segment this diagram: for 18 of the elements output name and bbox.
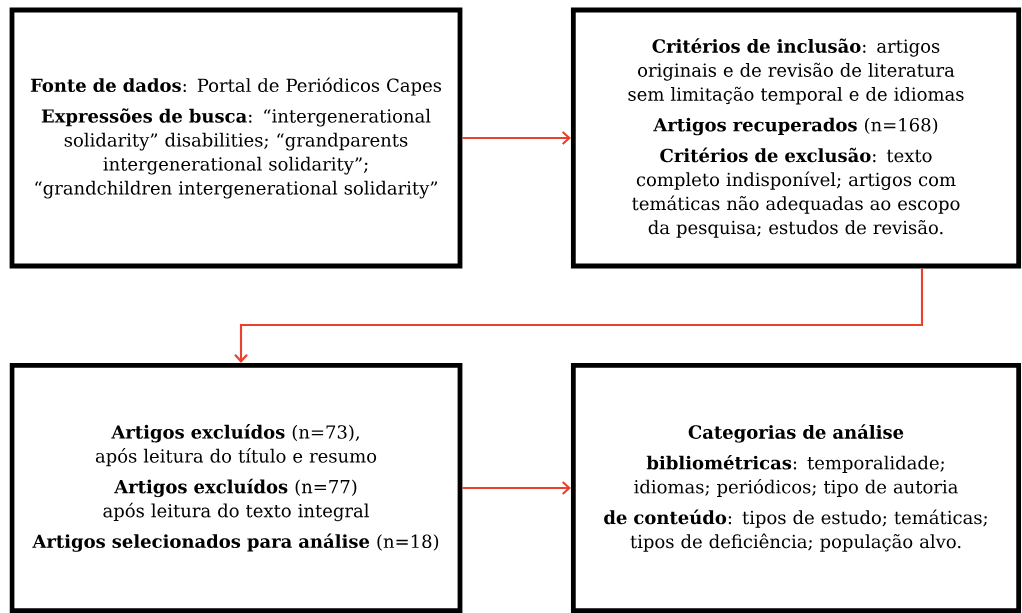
box-text: Critérios de inclusão: artigos originais e de revisão de literatura sem limitação temporal e de idiomas	[628, 38, 964, 105]
arrow	[462, 131, 571, 145]
box-text: Fonte de dados: Portal de Periódicos Capes	[30, 77, 442, 96]
process-box	[9, 7, 463, 269]
box-heading: Categorias de análise	[688, 424, 904, 443]
box-text: Artigos excluídos (n=77) após leitura do texto integral	[103, 478, 369, 522]
arrow	[234, 268, 924, 363]
box-text: bibliométricas: temporalidade; idiomas; periódicos; tipo de autoria	[634, 454, 958, 498]
process-box	[570, 362, 1022, 613]
process-box	[570, 7, 1022, 269]
box-text: Artigos recuperados (n=168)	[653, 117, 938, 136]
process-box	[9, 362, 463, 613]
arrow	[462, 481, 571, 495]
box-text: Artigos selecionados para análise (n=18)	[32, 533, 439, 552]
box-text: Critérios de exclusão: texto completo indisponível; artigos com temáticas não adequadas ao escopo da pesquisa; estudos de revisão.	[632, 147, 960, 238]
box-text: Artigos excluídos (n=73), após leitura do título e resumo	[95, 424, 377, 467]
box-text: de conteúdo: tipos de estudo; temáticas; tipos de deficiência; população alvo.	[604, 509, 987, 552]
box-text: Expressões de busca: “intergenerational solidarity” disabilities; “grandparents intergenerational solidarity”; “grandchildren intergenerational solidarity”	[35, 108, 438, 199]
